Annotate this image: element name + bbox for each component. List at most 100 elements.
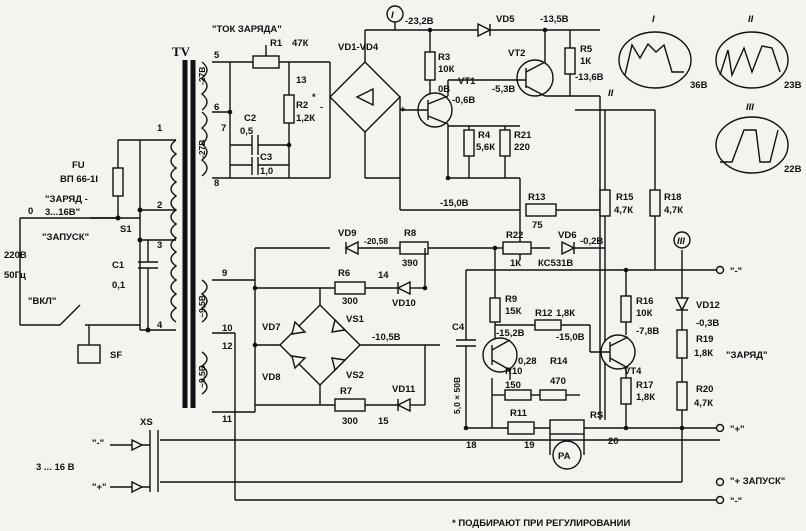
label-node-13: 13 [296,75,307,86]
resistor-r22 [502,241,532,255]
label-r15: R15 [616,192,634,203]
label-c1-value: 0,1 [112,280,126,291]
label-marker-ii: II [608,88,614,99]
label-r7: R7 [340,386,352,397]
label-r13: R13 [528,192,545,203]
label-v-15: -15,0В [440,198,469,209]
voltage-9-1: ~9,5В [197,295,207,318]
label-bridge-plus: + [400,104,406,115]
label-vd6: VD6 [558,230,576,241]
diode-vd8 [291,355,307,370]
resistor-r13 [525,203,557,217]
label-c2: C2 [244,113,256,124]
label-tv: TV [172,44,191,59]
label-r20: R20 [696,384,713,395]
test-point-i [386,5,404,23]
voltage-9-2: ~9,5В [197,365,207,388]
label-xs: XS [140,417,153,428]
label-r19: R19 [696,334,713,345]
zener-vd6 [561,240,576,256]
label-node-19: 19 [524,440,535,451]
label-r17-value: 1,8К [636,392,655,403]
label-c1: C1 [112,260,125,271]
label-r2: R2 [296,100,308,111]
resistor-r7 [334,398,366,412]
label-r19-value: 1,8К [694,348,713,359]
label-bridge: VD1-VD4 [338,42,379,53]
resistor-r21 [499,129,511,157]
waveform-iii [715,116,789,174]
label-mains: 220В [4,250,27,261]
label-charge: "ЗАРЯД" [726,350,768,361]
label-r8-value: 390 [402,258,418,269]
diode-vd5 [477,22,492,38]
label-wave-i-v: 36В [690,80,708,91]
label-marker-iii: III [677,236,685,247]
label-r16-value: 10К [636,308,653,319]
diode-vd10 [396,280,411,296]
label-v-13-6: -13,6В [575,72,604,83]
label-out-start: "+ ЗАПУСК" [730,476,785,487]
label-charge-mode: "ЗАРЯД - [45,194,88,205]
label-v-0-2: -0,2В [580,236,603,247]
label-r4: R4 [478,130,491,141]
ammeter-pa [552,440,582,470]
resistor-r8 [399,241,429,255]
diode-vd12 [674,297,690,312]
label-r16: R16 [636,296,653,307]
label-r18-value: 4,7К [664,205,683,216]
label-v-15-0: -15,0В [556,332,585,343]
label-r3: R3 [438,52,450,63]
label-r12: R12 [535,308,552,319]
resistor-r6 [334,281,366,295]
label-r6: R6 [338,268,350,279]
label-v-7-8: -7,8В [636,326,659,337]
label-r8: R8 [404,228,416,239]
label-r5-value: 1К [580,56,591,67]
voltage-27-1: -27В [197,67,207,85]
label-r5: R5 [580,44,593,55]
label-r13-value: 75 [532,220,543,231]
resistor-r4 [463,129,475,157]
diode-vd9 [344,240,359,256]
label-r21: R21 [514,130,532,141]
label-c4: C4 [452,322,465,333]
label-r11: R11 [510,408,528,419]
label-vd5: VD5 [496,14,515,25]
diode-vd7 [291,320,307,335]
label-r17: R17 [636,380,653,391]
sf-button [77,344,101,364]
label-r1: R1 [270,38,283,49]
label-start-mode: "ЗАПУСК" [42,232,89,243]
label-r15-value: 4,7К [614,205,633,216]
bridge-diode [355,87,374,107]
label-wave-iii-v: 22В [784,164,802,175]
label-v-0-3: -0,3В [696,318,719,329]
label-vd11: VD11 [392,384,416,395]
secondary-winding-27v [200,61,208,177]
label-r1-value: 47К [292,38,309,49]
waveform-i [618,31,692,89]
label-star: * [312,92,316,103]
label-vd12: VD12 [696,300,720,311]
label-r9-value: 15К [505,306,522,317]
label-r18: R18 [664,192,681,203]
label-vd10: VD10 [392,298,416,309]
label-v-0-28: 0,28 [518,356,537,367]
resistor-r2 [283,94,295,124]
label-c3-value: 1,0 [260,166,273,177]
label-xs-plus: "+" [92,482,107,493]
waveform-ii [715,31,789,89]
tap-6: 6 [214,102,219,113]
label-node-18: 18 [466,440,477,451]
label-r20-value: 4,7К [694,398,713,409]
label-r21-value: 220 [514,142,530,153]
tap-7: 7 [221,123,226,134]
tap-9: 9 [222,268,227,279]
label-vd9: VD9 [338,228,356,239]
label-out-plus: "+" [730,424,745,435]
label-wave-ii: II [748,14,754,25]
label-v-0-6: -0,6В [452,95,475,106]
label-vd7: VD7 [262,322,280,333]
label-on: "ВКЛ" [28,296,56,307]
